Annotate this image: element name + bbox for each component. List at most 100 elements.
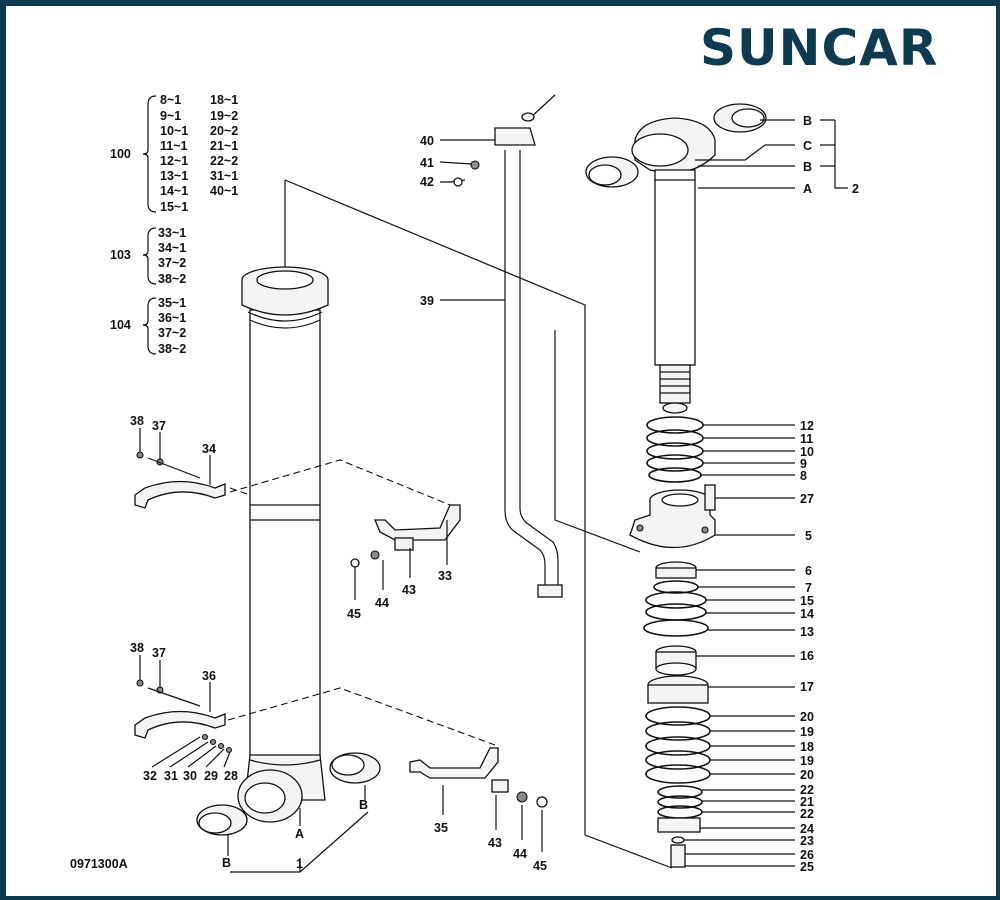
callout-37: 37 — [152, 419, 166, 433]
logo-text: SUNCAR — [700, 19, 938, 77]
callout-13: 13 — [800, 625, 814, 639]
leaders-right — [684, 424, 795, 867]
callout-44: 44 — [375, 596, 389, 610]
callout-43: 43 — [488, 836, 502, 850]
callout-18: 18 — [800, 740, 814, 754]
cylinder-barrel — [237, 266, 329, 823]
callout-36: 36 — [202, 669, 216, 683]
key-item: 15~1 — [160, 200, 188, 214]
key-item: 9~1 — [160, 109, 181, 123]
callout-10: 10 — [800, 445, 814, 459]
callout-20: 20 — [800, 768, 814, 782]
drawing-number: 0971300A — [70, 857, 128, 871]
callout-34: 34 — [202, 442, 216, 456]
callout-28: 28 — [224, 769, 238, 783]
key-item: 34~1 — [158, 241, 186, 255]
key-item: 31~1 — [210, 169, 238, 183]
callout-21: 21 — [800, 795, 814, 809]
group-103-label: 103 — [110, 248, 131, 262]
diagram-frame — [5, 5, 997, 897]
clamp-upper — [134, 451, 461, 568]
key-item: 10~1 — [160, 124, 188, 138]
assembly-line-top — [529, 94, 556, 119]
callout-17: 17 — [800, 680, 814, 694]
callout-24: 24 — [800, 822, 814, 836]
callout-b: B — [222, 856, 231, 870]
callout-5: 5 — [805, 529, 812, 543]
callout-a: A — [295, 827, 304, 841]
key-item: 35~1 — [158, 296, 186, 310]
callout-15: 15 — [800, 594, 814, 608]
group-100-label: 100 — [110, 147, 131, 161]
callout-2: 2 — [852, 182, 859, 196]
callout-1: 1 — [296, 857, 303, 871]
callout-12: 12 — [800, 419, 814, 433]
group-key-100: 100 8~1 9~1 10~1 11~1 12~1 13~1 14~1 15~… — [110, 93, 238, 214]
key-item: 38~2 — [158, 272, 186, 286]
key-item: 21~1 — [210, 139, 238, 153]
key-item: 20~2 — [210, 124, 238, 138]
callout-7: 7 — [805, 581, 812, 595]
callout-9: 9 — [800, 457, 807, 471]
key-item: 13~1 — [160, 169, 188, 183]
rod-seals-upper — [646, 416, 704, 483]
cylinder-head — [629, 484, 716, 549]
callout-25: 25 — [800, 860, 814, 874]
bushing-b-right — [329, 752, 381, 784]
callout-33: 33 — [438, 569, 452, 583]
key-item: 12~1 — [160, 154, 188, 168]
callout-29: 29 — [204, 769, 218, 783]
callout-19: 19 — [800, 754, 814, 768]
clamp-lower — [134, 679, 548, 808]
key-item: 37~2 — [158, 326, 186, 340]
callout-42: 42 — [420, 175, 434, 189]
callout-14: 14 — [800, 607, 814, 621]
callout-32: 32 — [143, 769, 157, 783]
callout-b: B — [803, 160, 812, 174]
callout-40: 40 — [420, 134, 434, 148]
piston-parts — [643, 561, 711, 868]
callout-c: C — [803, 139, 812, 153]
hydraulic-pipe — [449, 112, 563, 598]
rod-bushing-b-upper — [713, 103, 767, 133]
key-item: 8~1 — [160, 93, 181, 107]
key-item: 36~1 — [158, 311, 186, 325]
callout-39: 39 — [420, 294, 434, 308]
callout-41: 41 — [420, 156, 434, 170]
callout-16: 16 — [800, 649, 814, 663]
key-item: 37~2 — [158, 256, 186, 270]
key-item: 19~2 — [210, 109, 238, 123]
callout-44: 44 — [513, 847, 527, 861]
rod-bushing-b-lower — [585, 156, 639, 188]
callout-45: 45 — [347, 607, 361, 621]
callout-35: 35 — [434, 821, 448, 835]
callout-45: 45 — [533, 859, 547, 873]
key-item: 38~2 — [158, 342, 186, 356]
callout-a: A — [803, 182, 812, 196]
callout-43: 43 — [402, 583, 416, 597]
callout-38: 38 — [130, 414, 144, 428]
callout-22: 22 — [800, 807, 814, 821]
clamp-upper-link — [229, 459, 451, 506]
callout-8: 8 — [800, 469, 807, 483]
callout-b: B — [359, 798, 368, 812]
key-item: 22~2 — [210, 154, 238, 168]
key-item: 33~1 — [158, 226, 186, 240]
key-item: 14~1 — [160, 184, 188, 198]
bushing-b-left — [196, 804, 248, 836]
group-104-label: 104 — [110, 318, 131, 332]
callout-26: 26 — [800, 848, 814, 862]
callout-38: 38 — [130, 641, 144, 655]
key-item: 11~1 — [160, 139, 188, 153]
callout-22: 22 — [800, 783, 814, 797]
callout-37: 37 — [152, 646, 166, 660]
group-key-103: 103 33~1 34~1 37~2 38~2 — [110, 226, 186, 286]
callout-11: 11 — [800, 432, 813, 446]
piston-rod — [631, 117, 716, 414]
callout-b: B — [803, 114, 812, 128]
suncar-logo: SUNCAR — [700, 19, 938, 77]
assembly-line-diag — [284, 179, 673, 869]
callout-19: 19 — [800, 725, 814, 739]
callout-30: 30 — [183, 769, 197, 783]
group-key-104: 104 35~1 36~1 37~2 38~2 — [110, 296, 186, 356]
